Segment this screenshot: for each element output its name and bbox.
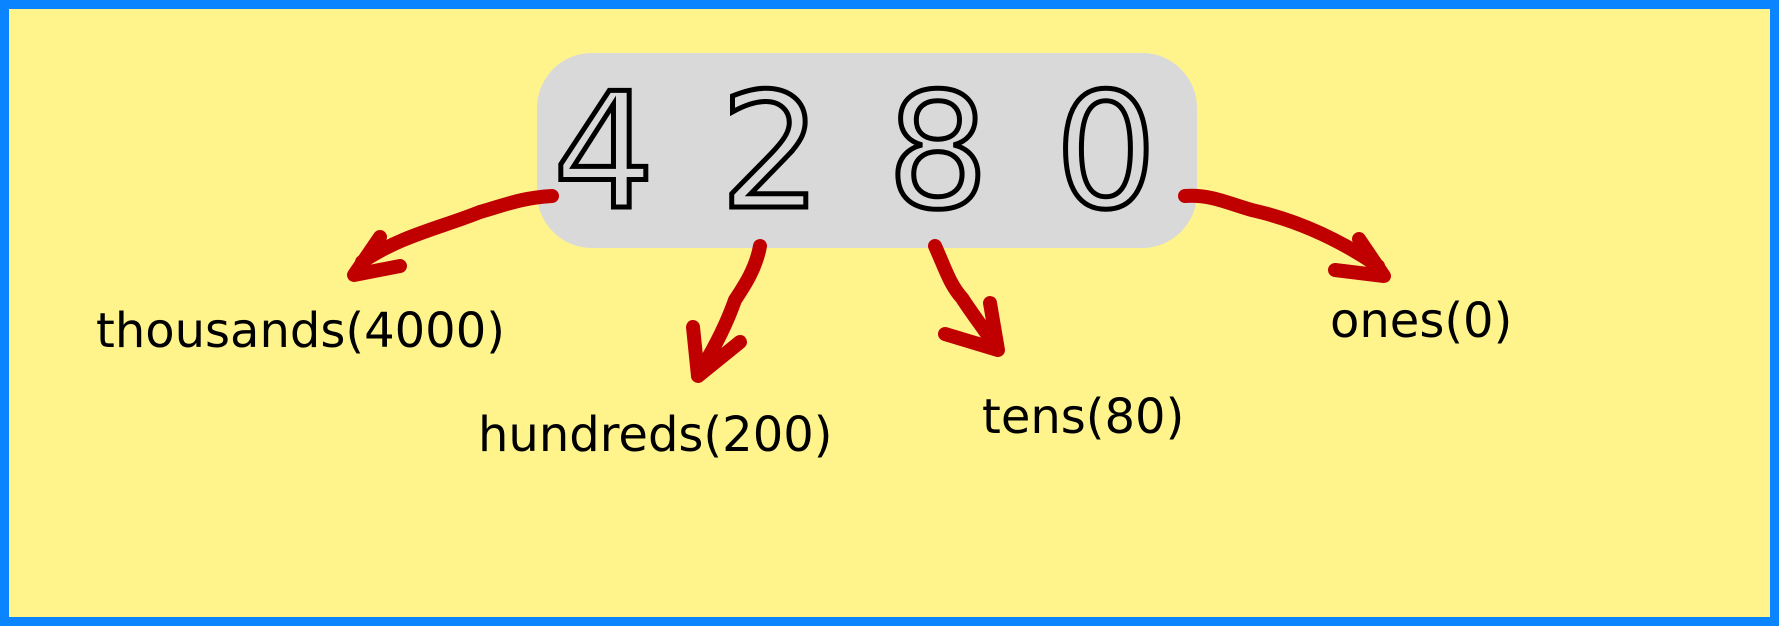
digit-hundreds: 2: [718, 58, 825, 245]
label-tens: tens(80): [982, 389, 1185, 445]
digit-ones: 0: [1053, 58, 1160, 245]
arrow-to-tens: [928, 239, 1005, 357]
arrow-to-hundreds: [686, 239, 767, 383]
label-hundreds: hundreds(200): [478, 407, 833, 463]
label-ones: ones(0): [1330, 293, 1513, 349]
number-box: [537, 53, 1197, 248]
label-thousands: thousands(4000): [96, 303, 505, 359]
arrow-to-ones: [1178, 188, 1391, 283]
digit-tens: 8: [885, 58, 992, 245]
arrow-to-thousands: [347, 189, 559, 282]
digit-thousands: 4: [551, 58, 658, 245]
